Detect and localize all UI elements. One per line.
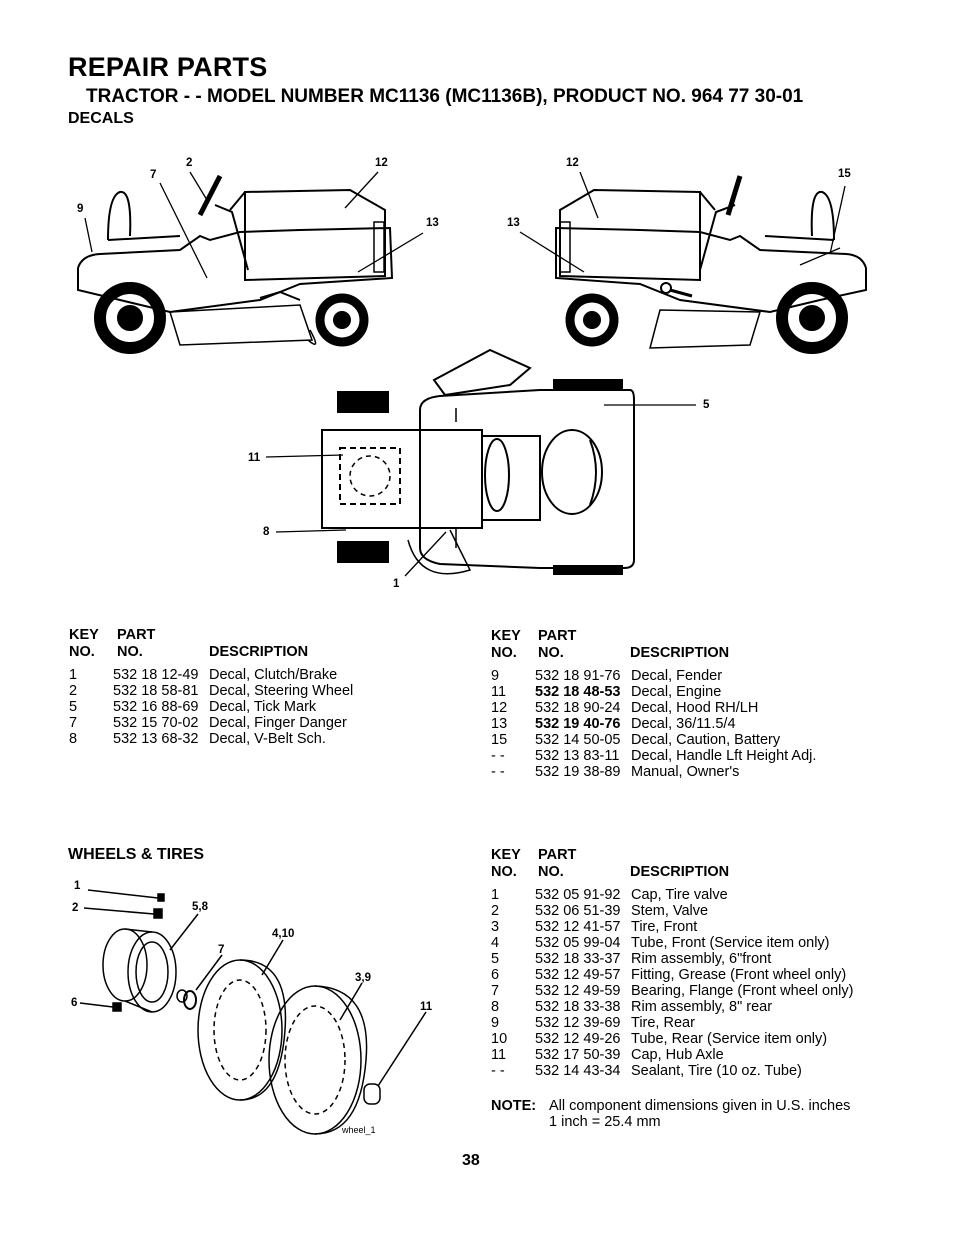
callout-13-right: 13 [507, 217, 520, 229]
col-partno-header: NO. [117, 644, 143, 660]
decals-illustration [77, 171, 867, 577]
wheel-callout-11: 11 [420, 1001, 433, 1013]
callout-7: 7 [150, 169, 157, 181]
col-part-header: PART [538, 628, 577, 644]
note-line-1: All component dimensions given in U.S. i… [549, 1098, 851, 1114]
col-partno-header: NO. [538, 645, 564, 661]
callout-15: 15 [838, 168, 851, 180]
callout-9: 9 [77, 203, 84, 215]
col-key-header: KEY [69, 627, 99, 643]
callout-11: 11 [248, 452, 261, 464]
col-part-header: PART [538, 847, 577, 863]
callout-5: 5 [703, 399, 710, 411]
callout-13-left: 13 [426, 217, 439, 229]
wheel-callout-5-8: 5,8 [192, 901, 208, 913]
note-label: NOTE: [491, 1098, 537, 1114]
col-no-header: NO. [491, 864, 517, 880]
col-part-header: PART [117, 627, 156, 643]
col-desc-header: DESCRIPTION [209, 644, 309, 660]
tractor-left-side-view [77, 171, 424, 354]
wheel-callout-4-10: 4,10 [272, 928, 295, 940]
callout-12-right: 12 [566, 157, 579, 169]
callout-12-left: 12 [375, 157, 388, 169]
wheel-callout-7: 7 [218, 944, 225, 956]
col-no-header: NO. [491, 645, 517, 661]
tractor-top-view [265, 348, 696, 577]
page-number: 38 [462, 1152, 480, 1169]
wheel-callout-3-9: 3,9 [355, 972, 371, 984]
wheel-callout-6: 6 [71, 997, 78, 1009]
col-desc-header: DESCRIPTION [630, 645, 730, 661]
callout-8: 8 [263, 526, 270, 538]
callout-2: 2 [186, 157, 193, 169]
callout-1: 1 [393, 578, 400, 590]
col-key-header: KEY [491, 628, 521, 644]
section-wheels-title: WHEELS & TIRES [68, 846, 205, 863]
col-partno-header: NO. [538, 864, 564, 880]
tractor-right-side-view [519, 171, 867, 354]
model-subtitle: TRACTOR - - MODEL NUMBER MC1136 (MC1136B… [86, 86, 804, 107]
page-title: REPAIR PARTS [68, 52, 268, 82]
col-key-header: KEY [491, 847, 521, 863]
dimension-note: NOTE: All component dimensions given in U… [491, 1098, 850, 1130]
image-label: wheel_1 [342, 1125, 376, 1135]
wheel-callout-1: 1 [74, 880, 81, 892]
section-decals-title: DECALS [68, 110, 134, 127]
col-no-header: NO. [69, 644, 95, 660]
wheel-callout-2: 2 [72, 902, 79, 914]
col-desc-header: DESCRIPTION [630, 864, 730, 880]
note-line-2: 1 inch = 25.4 mm [549, 1114, 661, 1130]
